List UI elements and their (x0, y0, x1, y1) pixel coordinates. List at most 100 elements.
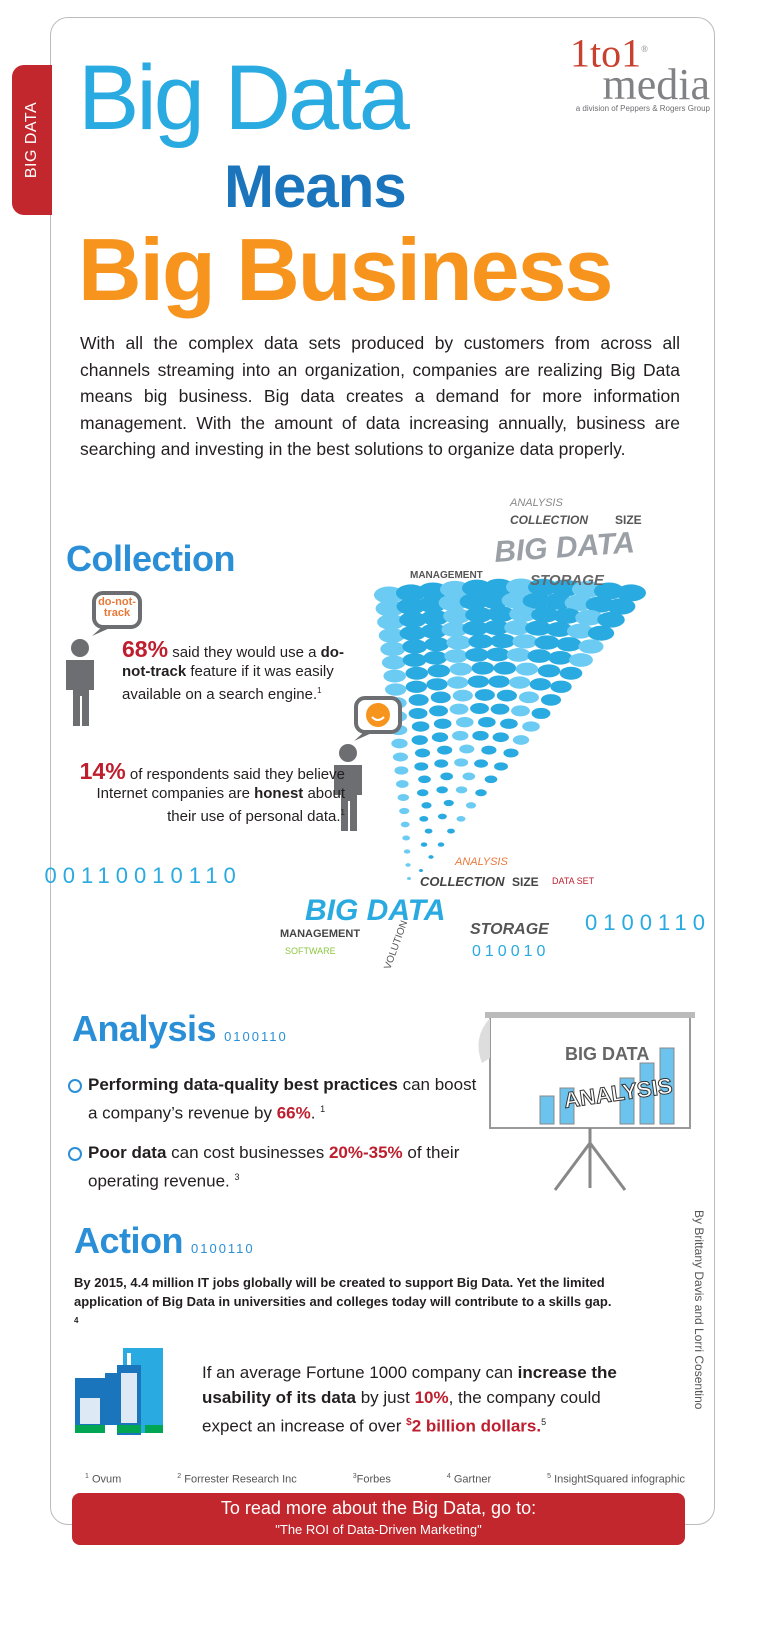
graphic-word: MANAGEMENT (280, 928, 360, 940)
funnel-ellipse (449, 662, 473, 676)
bullet-item: Performing data-quality best practices c… (68, 1072, 478, 1126)
footnote: 5 InsightSquared infographic (547, 1473, 685, 1486)
funnel-ellipse (408, 694, 429, 706)
action-title: Action (74, 1220, 184, 1261)
fortune-value: 10% (414, 1388, 449, 1407)
funnel-ellipse (420, 842, 428, 847)
stat-14: 14% of respondents said they believe Int… (70, 760, 345, 826)
funnel-ellipse (511, 705, 530, 717)
funnel-ellipse (418, 775, 431, 784)
funnel-ellipse (407, 877, 411, 880)
funnel-ellipse (455, 717, 474, 728)
funnel-ellipse (501, 592, 531, 609)
footnote-text: Forrester Research Inc (184, 1473, 297, 1486)
read-more-banner[interactable]: To read more about the Big Data, go to: … (72, 1493, 685, 1545)
funnel-ellipse (496, 689, 517, 702)
bullet-text: . (310, 1103, 321, 1123)
funnel-ellipse (462, 620, 489, 636)
funnel-ellipse (553, 608, 581, 624)
funnel-ellipse (488, 675, 510, 688)
funnel-ellipse (437, 745, 453, 755)
funnel-ellipse (417, 789, 429, 797)
bullet-text: can cost businesses (166, 1142, 329, 1162)
banner-text: To read more about the Big Data, go to: (220, 1498, 537, 1518)
funnel-ellipse (518, 691, 539, 704)
action-paragraph: By 2015, 4.4 million IT jobs globally wi… (74, 1273, 614, 1333)
funnel-ellipse (414, 762, 429, 771)
funnel-ellipse (446, 635, 472, 650)
funnel-ellipse (447, 676, 469, 689)
funnel-ellipse (597, 611, 625, 628)
funnel-ellipse (399, 807, 410, 815)
read-more-link[interactable]: "The ROI of Data-Driven Marketing" (275, 1522, 482, 1537)
analysis-title: Analysis (72, 1008, 217, 1049)
funnel-ellipse (512, 735, 530, 745)
funnel-ellipse (402, 639, 428, 654)
funnel-ellipse (405, 863, 411, 867)
funnel-ellipse (483, 620, 510, 636)
funnel-ellipse (493, 661, 517, 675)
funnel-ellipse (436, 786, 448, 794)
funnel-ellipse (402, 653, 427, 667)
funnel-ellipse (490, 633, 516, 649)
footnote-number: 3 (352, 1473, 357, 1480)
funnel-ellipse (411, 721, 430, 732)
funnel-ellipse (490, 703, 510, 715)
person-smiley-icon (334, 696, 402, 831)
funnel-ellipse (467, 675, 490, 688)
side-tab: BIG DATA (12, 65, 52, 215)
funnel-ellipse (426, 678, 448, 691)
funnel-ellipse (454, 758, 469, 767)
bullet-bold: Poor data (88, 1142, 167, 1162)
graphic-word: ANALYSIS (509, 497, 563, 509)
side-tab-label: BIG DATA (23, 101, 40, 179)
funnel-ellipse (546, 621, 573, 637)
funnel-ellipse (485, 647, 510, 662)
funnel-ellipse (421, 609, 449, 626)
funnel-ellipse (424, 637, 450, 652)
funnel-ellipse (494, 762, 508, 771)
fortune-statement: If an average Fortune 1000 company can i… (202, 1360, 652, 1439)
footnote-ref: 5 (541, 1417, 547, 1427)
funnel-ellipse (531, 606, 559, 623)
funnel-ellipse (405, 680, 428, 693)
easel-words: BIG DATA (565, 1044, 649, 1064)
funnel-ellipse (452, 730, 469, 741)
graphic-word: SIZE (615, 513, 642, 527)
funnel-ellipse (484, 775, 498, 784)
funnel-ellipse (594, 582, 624, 600)
funnel-ellipse (512, 634, 538, 649)
bullet-value: 20%-35% (328, 1142, 403, 1162)
binary-left: 0100110010110 (40, 863, 242, 888)
funnel-ellipse (462, 579, 492, 597)
funnel-ellipse (417, 596, 447, 613)
funnel-ellipse (411, 735, 428, 745)
bullet-item: Poor data can cost businesses 20%-35% of… (68, 1140, 478, 1194)
binary-right: 0100110 (585, 910, 711, 935)
funnel-ellipse (383, 669, 407, 683)
footnote: 4 Gartner (447, 1473, 491, 1486)
funnel-ellipse (500, 718, 518, 729)
logo-reg: ® (641, 44, 648, 54)
funnel-ellipse (528, 578, 558, 596)
stat-bold: do-not-track (122, 644, 344, 680)
funnel-ellipse (394, 766, 409, 775)
footnote: 1 Ovum (85, 1473, 121, 1486)
binary-lower: 010010 (472, 943, 549, 960)
bullet-value: 66% (276, 1103, 311, 1123)
funnel-ellipse (468, 634, 494, 649)
stat-value: 14% (79, 758, 126, 784)
funnel-ellipse (465, 802, 477, 809)
funnel-ellipse (447, 828, 455, 834)
funnel-ellipse (465, 606, 493, 623)
funnel-ellipse (471, 661, 495, 675)
funnel-ellipse (578, 639, 604, 654)
funnel-ellipse (421, 802, 432, 809)
funnel-ellipse (391, 738, 408, 749)
funnel-ellipse (374, 586, 404, 604)
funnel-ellipse (443, 799, 454, 807)
funnel-ellipse (515, 662, 539, 676)
footnote-text: Gartner (453, 1473, 492, 1486)
funnel-ellipse (537, 664, 561, 678)
funnel-ellipse (575, 609, 603, 626)
